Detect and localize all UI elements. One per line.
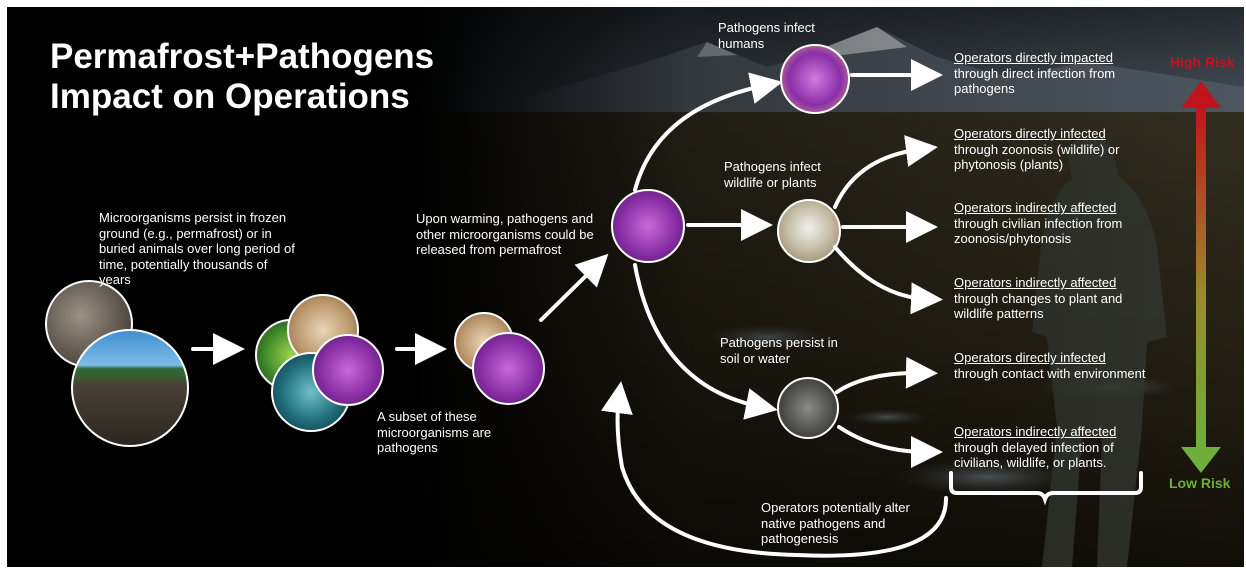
outcome-zoonosis: Operators directly infectedthrough zoono… — [954, 126, 1164, 173]
label-operators-alter: Operators potentially alter native patho… — [761, 500, 916, 547]
arrow — [835, 247, 927, 299]
low-risk-label: Low Risk — [1169, 475, 1230, 491]
risk-scale-arrow — [1181, 81, 1221, 473]
outcome-civilian-infection: Operators indirectly affectedthrough civ… — [954, 200, 1164, 247]
arrow — [835, 149, 922, 207]
arrow — [837, 373, 922, 392]
label-warming: Upon warming, pathogens and other microo… — [416, 211, 594, 258]
arrow — [541, 265, 597, 320]
label-subset: A subset of these microorganisms are pat… — [377, 409, 502, 456]
outcome-environment-contact: Operators directly infectedthrough conta… — [954, 350, 1164, 381]
arrow — [839, 427, 927, 452]
label-persist-frozen: Microorganisms persist in frozen ground … — [99, 210, 299, 288]
bracket — [951, 473, 1141, 499]
label-infect-humans: Pathogens infect humans — [718, 20, 833, 51]
outcome-delayed-infection: Operators indirectly affectedthrough del… — [954, 424, 1164, 471]
label-infect-wildlife: Pathogens infect wildlife or plants — [724, 159, 842, 190]
label-persist-soil: Pathogens persist in soil or water — [720, 335, 850, 366]
outcome-direct-infection: Operators directly impactedthrough direc… — [954, 50, 1164, 97]
infographic-slide: Permafrost+Pathogens Impact on Operation… — [7, 7, 1244, 567]
high-risk-label: High Risk — [1170, 54, 1235, 70]
outcome-plant-wildlife-patterns: Operators indirectly affectedthrough cha… — [954, 275, 1164, 322]
